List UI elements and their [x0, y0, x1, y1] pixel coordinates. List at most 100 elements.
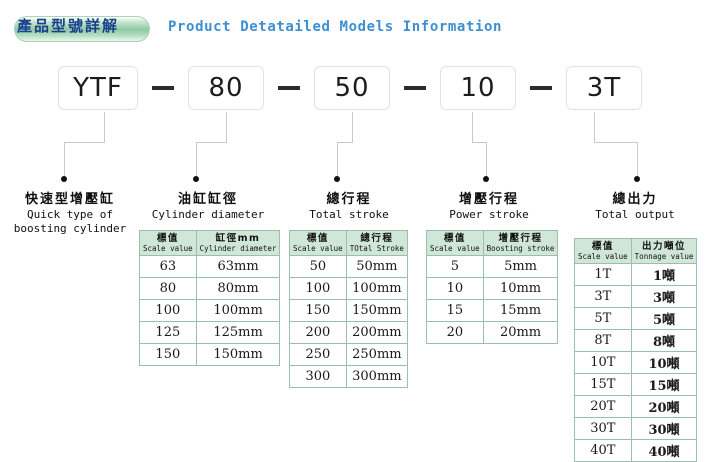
cell-scale: 50	[289, 255, 347, 278]
connector-5-vertical-upper	[594, 112, 595, 142]
cell-value: 150mm	[195, 343, 281, 366]
connector-4-endpoint-dot	[483, 176, 489, 182]
cell-scale: 150	[139, 343, 197, 366]
column-label-cn: 總行程	[326, 192, 372, 207]
cell-value: 300mm	[345, 365, 409, 388]
cell-value: 40噸	[630, 439, 698, 462]
connector-4-horizontal	[472, 142, 486, 143]
code-box-total-stroke[interactable]: 50	[314, 66, 390, 110]
connector-2-horizontal	[196, 142, 227, 143]
table-head: 標值 Scale value 總行程 TOtal Stroke	[289, 230, 409, 256]
connector-1-endpoint-dot	[61, 176, 67, 182]
header-cn: 缸徑mm	[215, 233, 261, 244]
code-separator-4	[530, 86, 552, 90]
cell-value: 1噸	[630, 263, 698, 286]
table-head: 標值 Scale value 出力噸位 Tonnage value	[574, 238, 698, 264]
cell-value: 8噸	[630, 329, 698, 352]
cell-scale: 20	[426, 321, 484, 344]
table-head: 標值 Scale value 缸徑mm Cylinder diameter	[139, 230, 281, 256]
code-box-cylinder-diameter[interactable]: 80	[188, 66, 264, 110]
cell-scale: 30T	[574, 417, 632, 440]
table-header-cell-value: 缸徑mm Cylinder diameter	[195, 230, 281, 256]
header-en: Boosting stroke	[486, 244, 555, 253]
connector-1-vertical-upper	[104, 112, 105, 142]
connector-3-horizontal	[337, 142, 353, 143]
cell-value: 50mm	[345, 255, 409, 278]
page-title: Product Detatailed Models Information	[168, 19, 503, 35]
cell-value: 15噸	[630, 373, 698, 396]
table-header-cell-scale-value: 標值 Scale value	[574, 238, 632, 264]
table-header-row: 標值 Scale value 總行程 TOtal Stroke	[289, 230, 409, 256]
header-en: Cylinder diameter	[199, 244, 277, 253]
cell-scale: 8T	[574, 329, 632, 352]
connector-4-vertical-lower	[486, 142, 487, 178]
connector-1-horizontal	[64, 142, 105, 143]
section-badge-label: 產品型號詳解	[16, 17, 119, 35]
cell-scale: 125	[139, 321, 197, 344]
cell-scale: 3T	[574, 285, 632, 308]
column-label-total-output: 總出力 Total output	[572, 192, 698, 222]
column-label-cylinder-diameter: 油缸缸徑 Cylinder diameter	[138, 192, 278, 222]
code-box-power-stroke[interactable]: 10	[440, 66, 516, 110]
cell-scale: 300	[289, 365, 347, 388]
header-en: Scale value	[293, 244, 343, 253]
header-cn: 標值	[156, 233, 179, 244]
model-code-row: YTF 80 50 10 3T	[0, 66, 705, 112]
column-label-en-line1: Total output	[595, 208, 675, 221]
connector-3-endpoint-dot	[334, 176, 340, 182]
column-label-cn: 油缸缸徑	[177, 192, 238, 207]
cell-scale: 200	[289, 321, 347, 344]
connector-5-horizontal	[594, 142, 637, 143]
cell-value: 30噸	[630, 417, 698, 440]
column-label-en-line1: Cylinder diameter	[151, 208, 265, 221]
table-cylinder-diameter: 標值 Scale value 缸徑mm Cylinder diameter 63…	[139, 230, 281, 366]
code-box-series[interactable]: YTF	[58, 66, 138, 110]
cell-value: 100mm	[195, 299, 281, 322]
code-separator-1	[152, 86, 174, 90]
table-head: 標值 Scale value 增壓行程 Boosting stroke	[426, 230, 559, 256]
cell-scale: 63	[139, 255, 197, 278]
table-header-cell-scale-value: 標值 Scale value	[426, 230, 484, 256]
cell-scale: 20T	[574, 395, 632, 418]
header-cn: 標值	[306, 233, 329, 244]
connector-5-vertical-lower	[637, 142, 638, 178]
column-label-cn: 增壓行程	[458, 192, 519, 207]
cell-value: 250mm	[345, 343, 409, 366]
cell-scale: 10T	[574, 351, 632, 374]
cell-value: 63mm	[195, 255, 281, 278]
cell-scale: 1T	[574, 263, 632, 286]
cell-value: 15mm	[482, 299, 559, 322]
cell-value: 10mm	[482, 277, 559, 300]
header-en: Scale value	[143, 244, 193, 253]
connector-3-vertical-lower	[337, 142, 338, 178]
code-separator-3	[404, 86, 426, 90]
cell-scale: 15	[426, 299, 484, 322]
section-badge	[14, 16, 150, 42]
connector-2-vertical-upper	[226, 112, 227, 142]
code-box-total-output[interactable]: 3T	[566, 66, 642, 110]
header-cn: 出力噸位	[642, 241, 687, 252]
cell-value: 100mm	[345, 277, 409, 300]
header-en: Scale value	[578, 252, 628, 261]
column-label-en-line1: Quick type of	[26, 208, 114, 221]
cell-scale: 250	[289, 343, 347, 366]
connector-1-vertical-lower	[64, 142, 65, 178]
